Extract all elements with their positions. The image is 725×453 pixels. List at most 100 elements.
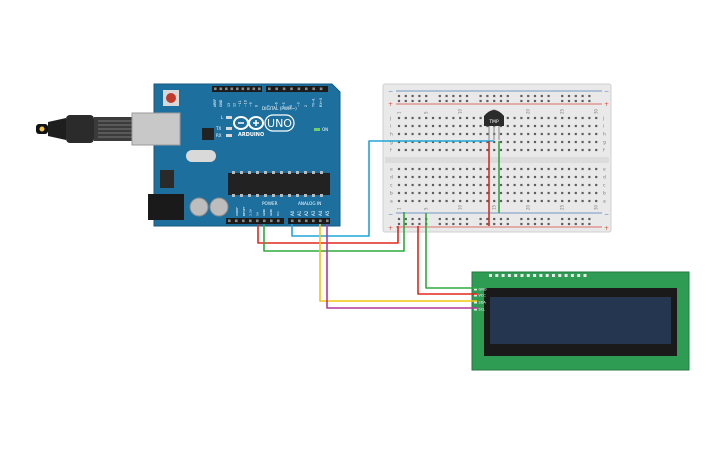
digital-pin-hole[interactable] xyxy=(230,87,234,91)
terminal-hole[interactable] xyxy=(404,140,407,144)
terminal-hole[interactable] xyxy=(540,140,543,144)
wire-blue-a0-to-sensor[interactable] xyxy=(291,140,494,237)
terminal-hole[interactable] xyxy=(567,167,571,171)
terminal-hole[interactable] xyxy=(574,175,577,179)
rail-hole[interactable] xyxy=(520,94,523,98)
digital-pin-hole[interactable] xyxy=(258,87,261,91)
terminal-hole[interactable] xyxy=(595,199,598,203)
power-pin-hole[interactable] xyxy=(263,219,266,223)
rail-hole[interactable] xyxy=(533,99,537,103)
terminal-hole[interactable] xyxy=(554,140,557,144)
terminal-hole[interactable] xyxy=(533,124,537,128)
terminal-hole[interactable] xyxy=(404,191,407,195)
rail-hole[interactable] xyxy=(540,222,543,226)
rail-hole[interactable] xyxy=(527,217,530,221)
rail-hole[interactable] xyxy=(533,222,537,226)
rail-hole[interactable] xyxy=(418,94,421,98)
terminal-hole[interactable] xyxy=(513,132,516,136)
terminal-hole[interactable] xyxy=(404,116,407,120)
rail-hole[interactable] xyxy=(547,99,550,103)
terminal-hole[interactable] xyxy=(411,199,414,203)
terminal-hole[interactable] xyxy=(493,199,496,203)
terminal-hole[interactable] xyxy=(411,140,414,144)
terminal-hole[interactable] xyxy=(540,175,543,179)
rail-hole[interactable] xyxy=(438,94,441,98)
terminal-hole[interactable] xyxy=(452,124,455,128)
lcd-header-pin[interactable] xyxy=(474,287,477,291)
terminal-hole[interactable] xyxy=(493,175,496,179)
rail-hole[interactable] xyxy=(418,99,421,103)
rail-hole[interactable] xyxy=(493,99,496,103)
rail-hole[interactable] xyxy=(459,217,462,221)
rail-hole[interactable] xyxy=(486,99,489,103)
terminal-hole[interactable] xyxy=(595,167,598,171)
terminal-hole[interactable] xyxy=(554,148,557,152)
terminal-hole[interactable] xyxy=(588,183,591,187)
terminal-hole[interactable] xyxy=(404,175,407,179)
analog-pin-hole[interactable] xyxy=(326,219,329,223)
terminal-hole[interactable] xyxy=(411,167,414,171)
terminal-hole[interactable] xyxy=(479,199,482,203)
terminal-hole[interactable] xyxy=(459,167,462,171)
terminal-hole[interactable] xyxy=(479,175,482,179)
rail-hole[interactable] xyxy=(493,217,496,221)
terminal-hole[interactable] xyxy=(493,148,496,152)
rail-hole[interactable] xyxy=(506,94,509,98)
rail-hole[interactable] xyxy=(567,222,571,226)
terminal-hole[interactable] xyxy=(554,175,557,179)
terminal-hole[interactable] xyxy=(465,124,469,128)
terminal-hole[interactable] xyxy=(438,148,441,152)
wire-green-gnd-to-rail[interactable] xyxy=(263,212,405,252)
rail-hole[interactable] xyxy=(486,222,489,226)
terminal-hole[interactable] xyxy=(445,116,448,120)
rail-hole[interactable] xyxy=(581,99,584,103)
rail-hole[interactable] xyxy=(499,217,503,221)
terminal-hole[interactable] xyxy=(561,183,564,187)
analog-pin-hole[interactable] xyxy=(312,219,315,223)
terminal-hole[interactable] xyxy=(445,132,448,136)
terminal-hole[interactable] xyxy=(595,191,598,195)
rail-hole[interactable] xyxy=(452,217,455,221)
rail-hole[interactable] xyxy=(418,217,421,221)
terminal-hole[interactable] xyxy=(540,148,543,152)
rail-hole[interactable] xyxy=(533,217,537,221)
digital-pin-hole[interactable] xyxy=(225,87,228,91)
terminal-hole[interactable] xyxy=(533,175,537,179)
terminal-hole[interactable] xyxy=(588,140,591,144)
terminal-hole[interactable] xyxy=(431,167,435,171)
terminal-hole[interactable] xyxy=(561,191,564,195)
terminal-hole[interactable] xyxy=(527,148,530,152)
terminal-hole[interactable] xyxy=(527,140,530,144)
terminal-hole[interactable] xyxy=(527,132,530,136)
terminal-hole[interactable] xyxy=(418,132,421,136)
terminal-hole[interactable] xyxy=(588,191,591,195)
terminal-hole[interactable] xyxy=(533,116,537,120)
terminal-hole[interactable] xyxy=(411,191,414,195)
terminal-hole[interactable] xyxy=(506,148,509,152)
terminal-hole[interactable] xyxy=(486,199,489,203)
terminal-hole[interactable] xyxy=(479,140,482,144)
wire-red-lcd-vcc[interactable] xyxy=(417,226,477,295)
terminal-hole[interactable] xyxy=(540,183,543,187)
rail-hole[interactable] xyxy=(499,99,503,103)
terminal-hole[interactable] xyxy=(459,132,462,136)
rail-hole[interactable] xyxy=(561,99,564,103)
terminal-hole[interactable] xyxy=(561,175,564,179)
terminal-hole[interactable] xyxy=(438,167,441,171)
terminal-hole[interactable] xyxy=(588,124,591,128)
terminal-hole[interactable] xyxy=(547,167,550,171)
terminal-hole[interactable] xyxy=(431,116,435,120)
rail-hole[interactable] xyxy=(574,222,577,226)
terminal-hole[interactable] xyxy=(547,124,550,128)
terminal-hole[interactable] xyxy=(404,148,407,152)
rail-hole[interactable] xyxy=(452,99,455,103)
rail-hole[interactable] xyxy=(404,94,407,98)
power-pin-hole[interactable] xyxy=(249,219,252,223)
terminal-hole[interactable] xyxy=(397,183,401,187)
rail-hole[interactable] xyxy=(397,217,401,221)
terminal-hole[interactable] xyxy=(418,191,421,195)
terminal-hole[interactable] xyxy=(533,148,537,152)
terminal-hole[interactable] xyxy=(459,199,462,203)
lcd-header-pin[interactable] xyxy=(474,307,477,311)
terminal-hole[interactable] xyxy=(527,175,530,179)
